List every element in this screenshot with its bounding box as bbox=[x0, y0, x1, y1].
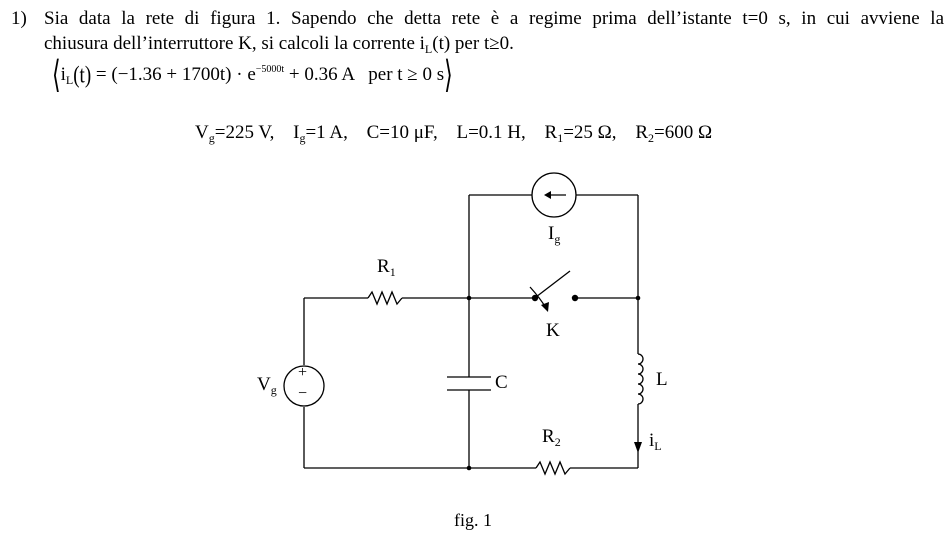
label-k: K bbox=[546, 320, 560, 341]
param-ig: Ig=1 A, bbox=[293, 122, 348, 145]
label-c: C bbox=[495, 372, 508, 393]
left-angle-bracket: ⟨ bbox=[52, 52, 61, 96]
resistor-r2 bbox=[535, 460, 571, 476]
answer-formula: ⟨iL(t) = (−1.36 + 1700t) · e−5000t + 0.3… bbox=[52, 52, 453, 96]
param-r1: R1=25 Ω, bbox=[544, 122, 617, 145]
answer-expression: = (−1.36 + 1700t) · e bbox=[95, 64, 256, 85]
problem-text-line2: chiusura dell’interruttore K, si calcoli… bbox=[44, 33, 514, 56]
problem-number: 1) bbox=[11, 8, 27, 29]
label-r1: R1 bbox=[377, 256, 396, 279]
resistor-r1 bbox=[367, 290, 403, 306]
param-vg: Vg=225 V, bbox=[195, 122, 275, 145]
label-r2: R2 bbox=[542, 426, 561, 449]
node-bottom-mid bbox=[466, 465, 472, 471]
figure-caption: fig. 1 bbox=[454, 510, 492, 530]
param-c: C=10 μF, bbox=[366, 122, 438, 143]
label-vg: Vg bbox=[257, 374, 277, 397]
answer-paren-t: (t) bbox=[73, 62, 92, 89]
label-il: iL bbox=[649, 430, 662, 453]
vg-plus-sign: + bbox=[298, 364, 308, 381]
param-l: L=0.1 H, bbox=[456, 122, 526, 143]
label-l: L bbox=[656, 369, 668, 390]
answer-i: i bbox=[60, 64, 66, 85]
problem-text: Sia data la rete di figura 1. Sapendo ch… bbox=[44, 6, 944, 56]
label-ig: Ig bbox=[548, 223, 561, 246]
node-top-right bbox=[635, 295, 641, 301]
inductor-l bbox=[637, 353, 644, 405]
vg-minus-sign: − bbox=[298, 385, 308, 402]
answer-constant: + 0.36 A bbox=[288, 64, 355, 85]
right-angle-bracket: ⟩ bbox=[444, 52, 453, 96]
node-top-mid bbox=[466, 295, 472, 301]
problem-text-line1: Sia data la rete di figura 1. Sapendo ch… bbox=[44, 8, 944, 29]
voltage-source-vg bbox=[283, 365, 325, 407]
switch-contact-left bbox=[531, 294, 539, 302]
switch-contact-right bbox=[571, 294, 579, 302]
answer-exponent: −5000t bbox=[255, 64, 285, 75]
param-r2: R2=600 Ω bbox=[635, 122, 713, 145]
il-arrowhead-icon bbox=[634, 442, 642, 453]
answer-condition: per t ≥ 0 s bbox=[368, 64, 445, 85]
parameters-line: Vg=225 V, Ig=1 A, C=10 μF, L=0.1 H, R1=2… bbox=[195, 122, 712, 144]
switch-k-blade bbox=[535, 270, 571, 298]
switch-arc-arrowhead-icon bbox=[541, 302, 549, 312]
ig-arrowhead-icon bbox=[544, 191, 551, 199]
